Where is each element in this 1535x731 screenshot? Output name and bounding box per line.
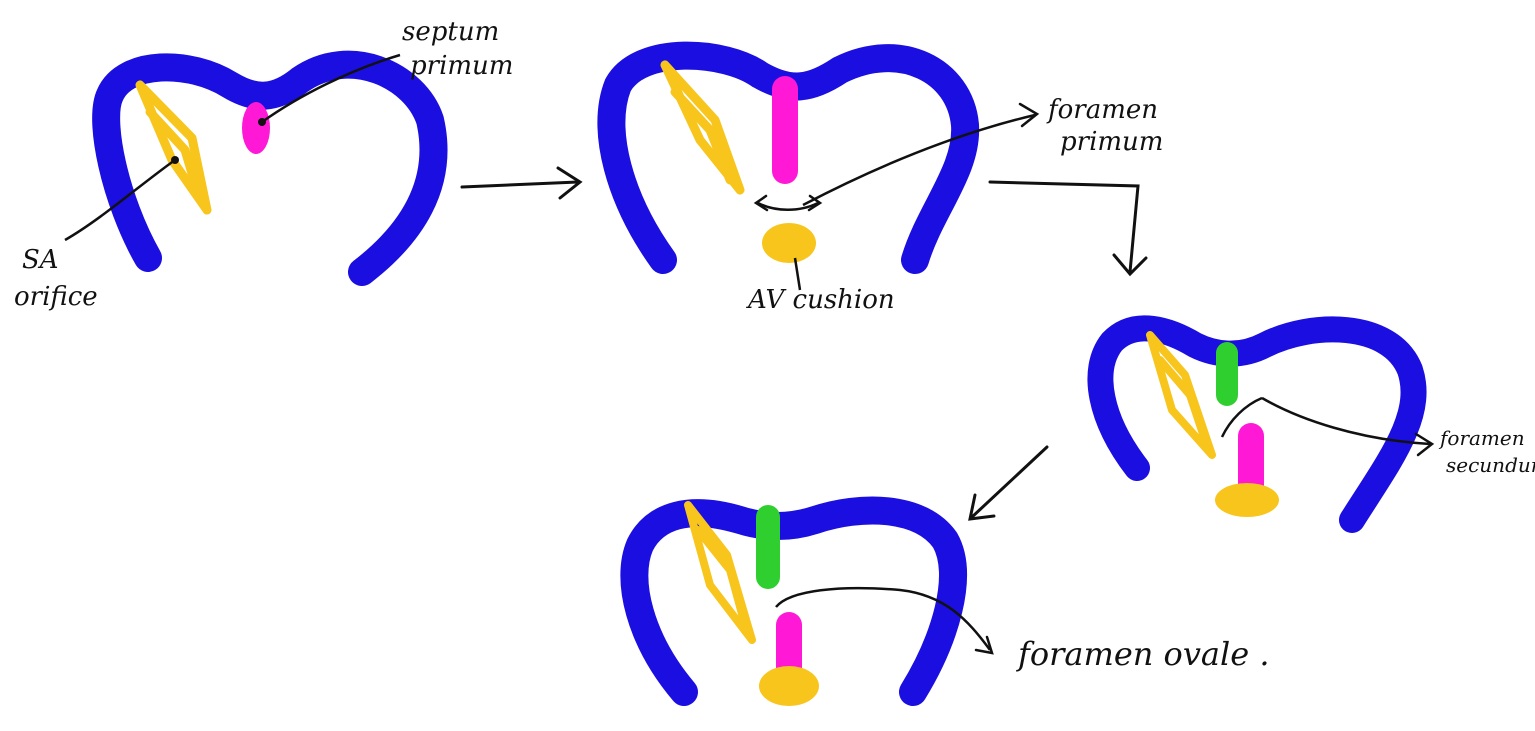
av-cushion-label: AV cushion xyxy=(746,285,895,315)
av-cushion-stage-2 xyxy=(762,223,816,263)
foramen-primum-label: foramen primum xyxy=(1046,95,1166,157)
septum-primum-stage-2 xyxy=(772,76,798,184)
sa-orifice-label: SA orifice xyxy=(14,245,98,312)
stage-2-foramen-primum xyxy=(611,56,965,263)
stage-4-foramen-ovale xyxy=(634,505,953,706)
arrow-stage2-to-stage3 xyxy=(990,182,1146,274)
arrow-stage3-to-stage4 xyxy=(970,447,1047,519)
septum-secundum-stage-4 xyxy=(756,505,780,589)
av-cushion-stage-4 xyxy=(759,666,819,706)
foramen-primum-pointer xyxy=(803,115,1035,205)
septum-primum-label: septum primum xyxy=(402,17,513,81)
stage-1-early-atrium xyxy=(106,65,433,272)
foramen-ovale-label: foramen ovale . xyxy=(1016,635,1269,673)
sinoatrial-valve-stage-1 xyxy=(140,85,207,210)
arrow-stage1-to-stage2 xyxy=(462,168,580,198)
av-cushion-stage-3 xyxy=(1215,483,1279,517)
foramen-secundum-label: foramen secundum xyxy=(1438,426,1535,477)
sinoatrial-valve-stage-2 xyxy=(665,65,740,190)
septum-secundum-stage-3 xyxy=(1216,342,1238,406)
stage-3-foramen-secundum xyxy=(1100,328,1413,520)
septum-primum-stage-1 xyxy=(242,102,270,154)
